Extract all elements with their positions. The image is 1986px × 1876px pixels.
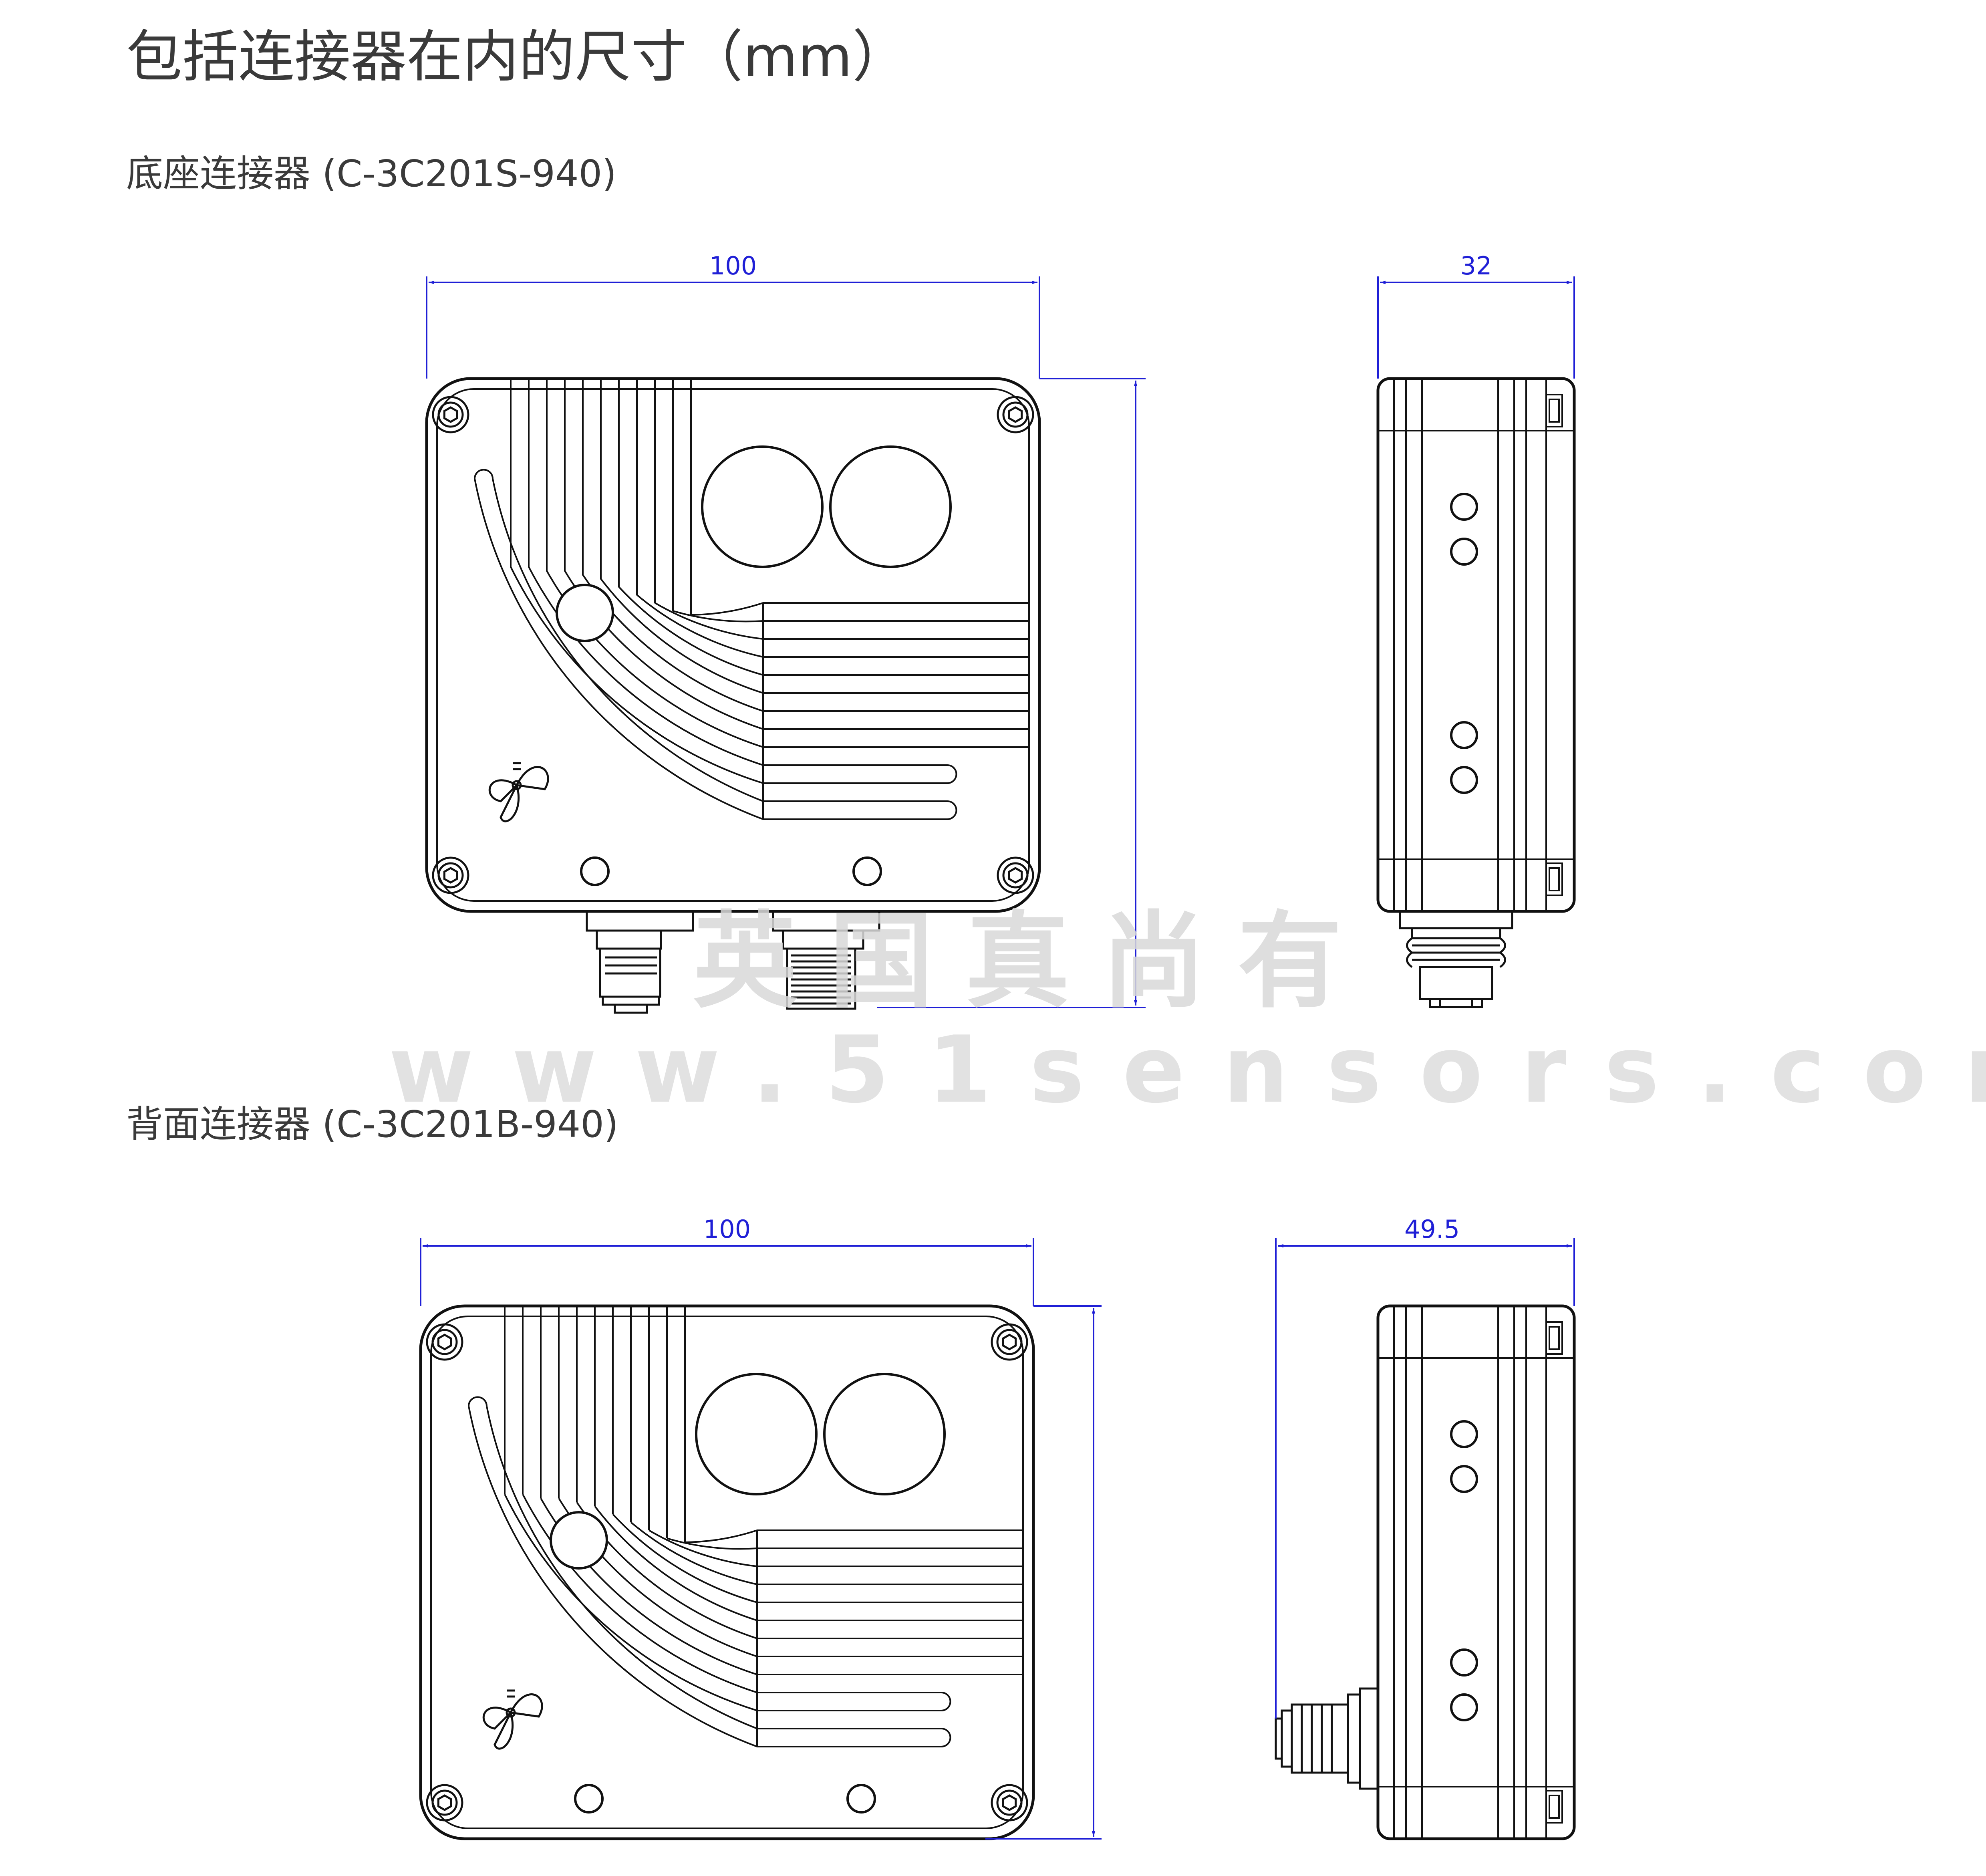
dimension-height-1 <box>877 378 1146 1008</box>
section-label-base-connector: 底座连接器 (C-3C201S-940) <box>126 152 616 195</box>
page-title: 包括连接器在内的尺寸（mm） <box>126 24 908 90</box>
dimension-front-width-2: 100 <box>420 1215 1034 1306</box>
watermark-url: www.51sensors.com <box>389 1017 1986 1124</box>
back-connector-front-view <box>421 1306 1033 1839</box>
base-connector-front-view <box>427 379 1039 1014</box>
dimension-label-front-width-2: 100 <box>703 1215 751 1244</box>
dimension-label-front-width-1: 100 <box>709 251 757 280</box>
dimension-label-side-width-2: 49.5 <box>1404 1215 1460 1244</box>
watermark-chinese: 英国真尚有 <box>693 901 1374 1022</box>
dimension-label-side-width-1: 32 <box>1460 251 1492 280</box>
dimension-height-2 <box>985 1305 1102 1840</box>
base-connector-side-view <box>1378 379 1574 1008</box>
dimension-side-width-2: 49.5 <box>1275 1215 1575 1719</box>
dimension-side-width-1: 32 <box>1377 251 1575 379</box>
back-connector-side-view <box>1275 1306 1574 1839</box>
section-label-back-connector: 背面连接器 (C-3C201B-940) <box>126 1103 618 1146</box>
dimension-front-width-1: 100 <box>426 251 1040 379</box>
